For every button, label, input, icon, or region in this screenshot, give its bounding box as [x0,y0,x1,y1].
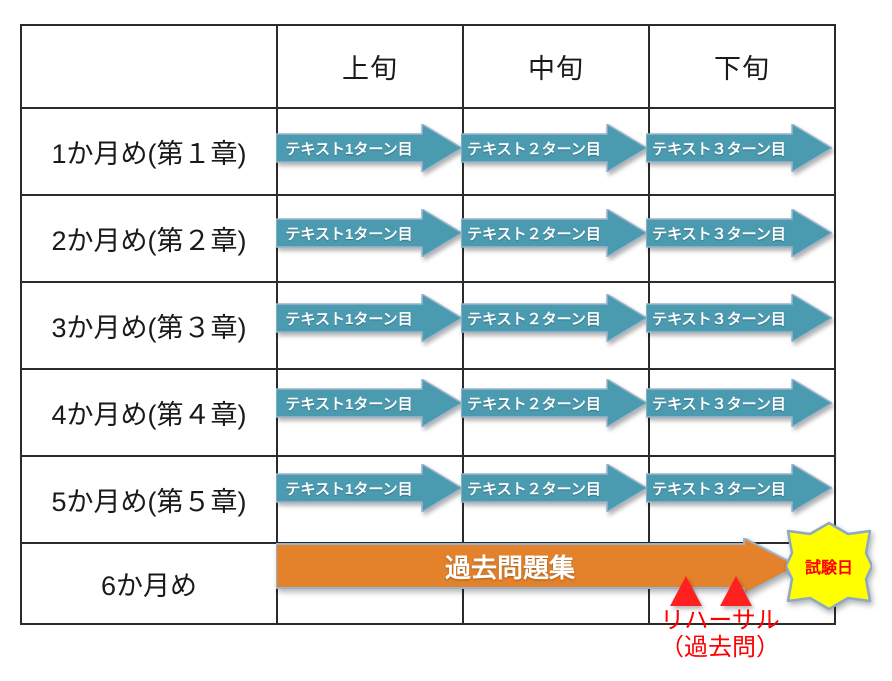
row-label-cell-month-5: 5か月め(第５章) [20,455,278,544]
block-arrow-month-2-late[interactable]: テキスト３ターン目 [646,209,832,257]
block-arrow-month-4-early-label: テキスト1ターン目 [285,395,413,413]
block-arrow-month-2-mid[interactable]: テキスト２ターン目 [461,209,647,257]
row-label-month-2: 2か月め(第２章) [51,226,247,256]
block-arrow-month-4-late-label: テキスト３ターン目 [652,395,786,413]
block-arrow-month-3-mid-label: テキスト２ターン目 [467,310,601,328]
block-arrow-month-3-early[interactable]: テキスト1ターン目 [276,294,462,342]
block-arrow-month-2-mid-label: テキスト２ターン目 [467,225,601,243]
block-arrow-month-4-mid[interactable]: テキスト２ターン目 [461,379,647,427]
block-arrow-month-1-mid[interactable]: テキスト２ターン目 [461,124,647,172]
block-arrow-month-2-late-label: テキスト３ターン目 [652,225,786,243]
block-arrow-month-5-late[interactable]: テキスト３ターン目 [646,464,832,512]
column-header-mid: 中旬 [462,24,650,109]
block-arrow-month-5-early-label: テキスト1ターン目 [285,480,413,498]
column-header-late: 下旬 [648,24,836,109]
column-header-early: 上旬 [276,24,464,109]
block-arrow-month-3-mid[interactable]: テキスト２ターン目 [461,294,647,342]
exam-day-label: 試験日 [804,560,853,577]
rehearsal-marker-triangle-icon[interactable] [670,576,702,606]
block-arrow-month-5-mid[interactable]: テキスト２ターン目 [461,464,647,512]
block-arrow-month-1-early-label: テキスト1ターン目 [285,140,413,158]
block-arrow-month-5-early[interactable]: テキスト1ターン目 [276,464,462,512]
row-label-month-6: 6か月め [100,571,198,601]
column-header-early-label: 上旬 [342,54,398,84]
row-label-cell-month-3: 3か月め(第３章) [20,281,278,370]
block-arrow-month-4-mid-label: テキスト２ターン目 [467,395,601,413]
block-arrow-month-1-mid-label: テキスト２ターン目 [467,140,601,158]
block-arrow-month-1-late-label: テキスト３ターン目 [652,140,786,158]
block-arrow-month-4-late[interactable]: テキスト３ターン目 [646,379,832,427]
block-arrow-month-1-late[interactable]: テキスト３ターン目 [646,124,832,172]
row-label-month-5: 5か月め(第５章) [51,487,247,517]
row-label-cell-month-6: 6か月め [20,542,278,625]
block-arrow-past-exams[interactable]: 過去問題集 [276,538,798,594]
table-header-row: 上旬 中旬 下旬 [20,24,836,109]
block-arrow-month-3-late-label: テキスト３ターン目 [652,310,786,328]
rehearsal-caption-line-1: リハーサル [660,607,780,634]
rehearsal-caption: リハーサル （過去問） [630,607,810,662]
row-label-cell-month-1: 1か月め(第１章) [20,107,278,196]
row-label-month-1: 1か月め(第１章) [51,139,247,169]
block-arrow-month-3-early-label: テキスト1ターン目 [285,310,413,328]
row-label-cell-month-2: 2か月め(第２章) [20,194,278,283]
block-arrow-month-2-early-label: テキスト1ターン目 [285,225,413,243]
block-arrow-past-exams-label: 過去問題集 [444,552,575,583]
rehearsal-caption-line-2: （過去問） [660,633,780,661]
row-label-month-3: 3か月め(第３章) [51,313,247,343]
table-corner-cell [20,24,278,109]
block-arrow-month-3-late[interactable]: テキスト３ターン目 [646,294,832,342]
rehearsal-marker-triangle-icon[interactable] [720,576,752,606]
block-arrow-month-4-early[interactable]: テキスト1ターン目 [276,379,462,427]
column-header-mid-label: 中旬 [528,54,584,84]
row-label-cell-month-4: 4か月め(第４章) [20,368,278,457]
block-arrow-month-5-late-label: テキスト３ターン目 [652,480,786,498]
block-arrow-month-2-early[interactable]: テキスト1ターン目 [276,209,462,257]
exam-day-burst-badge[interactable]: 試験日 [786,521,872,611]
block-arrow-month-1-early[interactable]: テキスト1ターン目 [276,124,462,172]
column-header-late-label: 下旬 [714,54,770,84]
row-label-month-4: 4か月め(第４章) [51,400,247,430]
block-arrow-month-5-mid-label: テキスト２ターン目 [467,480,601,498]
